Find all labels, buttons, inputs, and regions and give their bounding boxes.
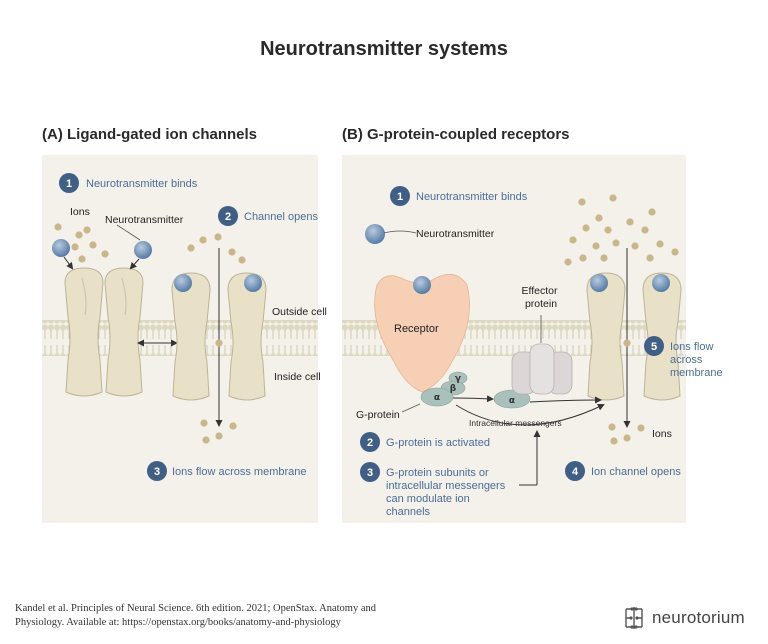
bound-neurotransmitter <box>174 274 192 292</box>
svg-text:G-protein is activated: G-protein is activated <box>386 437 490 449</box>
ions-label-b: Ions <box>652 428 672 440</box>
brand-name: neurotorium <box>652 608 745 627</box>
neurotransmitter-pointer <box>116 224 141 241</box>
step-a-1: 1 Neurotransmitter binds <box>59 173 198 193</box>
open-ion-channel <box>171 272 267 401</box>
step-b-3: 3 G-protein subunits or intracellular me… <box>360 462 508 518</box>
channel-ligand <box>652 274 670 292</box>
outside-cell-label: Outside cell <box>272 306 327 318</box>
svg-text:1: 1 <box>397 191 403 203</box>
panel-b-title: (B) G-protein-coupled receptors <box>342 126 570 143</box>
alpha-release-arrow <box>452 395 494 403</box>
panel-a-title: (A) Ligand-gated ion channels <box>42 126 258 143</box>
gpcr-receptor <box>374 273 470 393</box>
ions-label: Ions <box>70 206 90 218</box>
messenger-arrow <box>455 404 605 426</box>
alpha-modulation-arrow <box>529 396 602 404</box>
receptor-label: Receptor <box>394 323 439 335</box>
binding-arrow <box>129 258 140 270</box>
alpha-subunit-label: α <box>509 396 515 406</box>
inside-cell-label: Inside cell <box>274 371 321 383</box>
messengers-label: Intracellular messengers <box>469 418 562 428</box>
neurotransmitter-ligand <box>52 239 70 257</box>
svg-text:Ions flow across m: Ions flow across membrane <box>670 341 723 379</box>
step-a-3: 3 Ions flow across membrane <box>147 461 307 481</box>
channel-ligand <box>590 274 608 292</box>
page-title: Neurotransmitter systems <box>260 38 508 60</box>
neurotransmitter-ligand <box>365 224 385 244</box>
svg-text:5: 5 <box>651 341 657 353</box>
svg-text:1: 1 <box>66 178 72 190</box>
step-b-2: 2 G-protein is activated <box>360 432 490 452</box>
g-protein-pointer <box>401 403 421 413</box>
svg-text:2: 2 <box>367 437 373 449</box>
bound-neurotransmitter <box>244 274 262 292</box>
neurotransmitter-label-b: Neurotransmitter <box>416 228 495 240</box>
svg-text:Neurotransmitter binds: Neurotransmitter binds <box>86 178 198 190</box>
step-b-1: 1 Neurotransmitter binds <box>390 186 528 206</box>
neurotransmitter-ligand <box>134 241 152 259</box>
svg-text:Channel opens: Channel opens <box>244 211 319 223</box>
step-b-5: 5 Ions flow across membrane <box>644 336 723 379</box>
step-a-2: 2 Channel opens <box>218 206 319 226</box>
g-protein-label: G-protein <box>356 409 400 421</box>
gamma-label: γ <box>455 374 461 384</box>
citation-line-2: Physiology. Available at: https://openst… <box>15 617 341 628</box>
ion-channel-b <box>586 272 682 401</box>
neurotransmitter-label: Neurotransmitter <box>105 214 184 226</box>
step-b-4: 4 Ion channel opens <box>565 461 681 481</box>
neurotorium-logo: neurotorium <box>622 605 745 631</box>
alpha-subunit <box>493 389 531 409</box>
neurotransmitter-pointer <box>383 230 417 234</box>
effector-label: Effector protein <box>522 285 561 310</box>
svg-text:Ions flow across membrane: Ions flow across membrane <box>172 466 307 478</box>
svg-text:3: 3 <box>367 467 373 479</box>
binding-arrow <box>63 256 74 270</box>
citation: Kandel et al. Principles of Neural Scien… <box>15 602 435 630</box>
g-protein: γ β α <box>420 371 468 407</box>
beta-label: β <box>450 384 457 394</box>
svg-text:2: 2 <box>225 211 231 223</box>
neurotorium-logo-icon <box>625 607 643 629</box>
svg-text:Ion channel opens: Ion channel opens <box>591 466 681 478</box>
citation-line-1: Kandel et al. Principles of Neural Scien… <box>15 603 376 614</box>
svg-text:4: 4 <box>572 466 579 478</box>
alpha-label: α <box>434 393 440 403</box>
svg-text:3: 3 <box>154 466 160 478</box>
effector-protein <box>511 343 573 395</box>
ions-b <box>564 194 679 445</box>
bound-neurotransmitter <box>413 276 431 294</box>
ions-a <box>54 223 246 444</box>
neurotransmitter-diagram: Ions Neurotransmitter Outside cell Insid… <box>42 155 723 523</box>
svg-text:G-protein subunits or in: G-protein subunits or intracellular mess… <box>386 467 508 518</box>
svg-text:Neurotransmitter binds: Neurotransmitter binds <box>416 191 528 203</box>
